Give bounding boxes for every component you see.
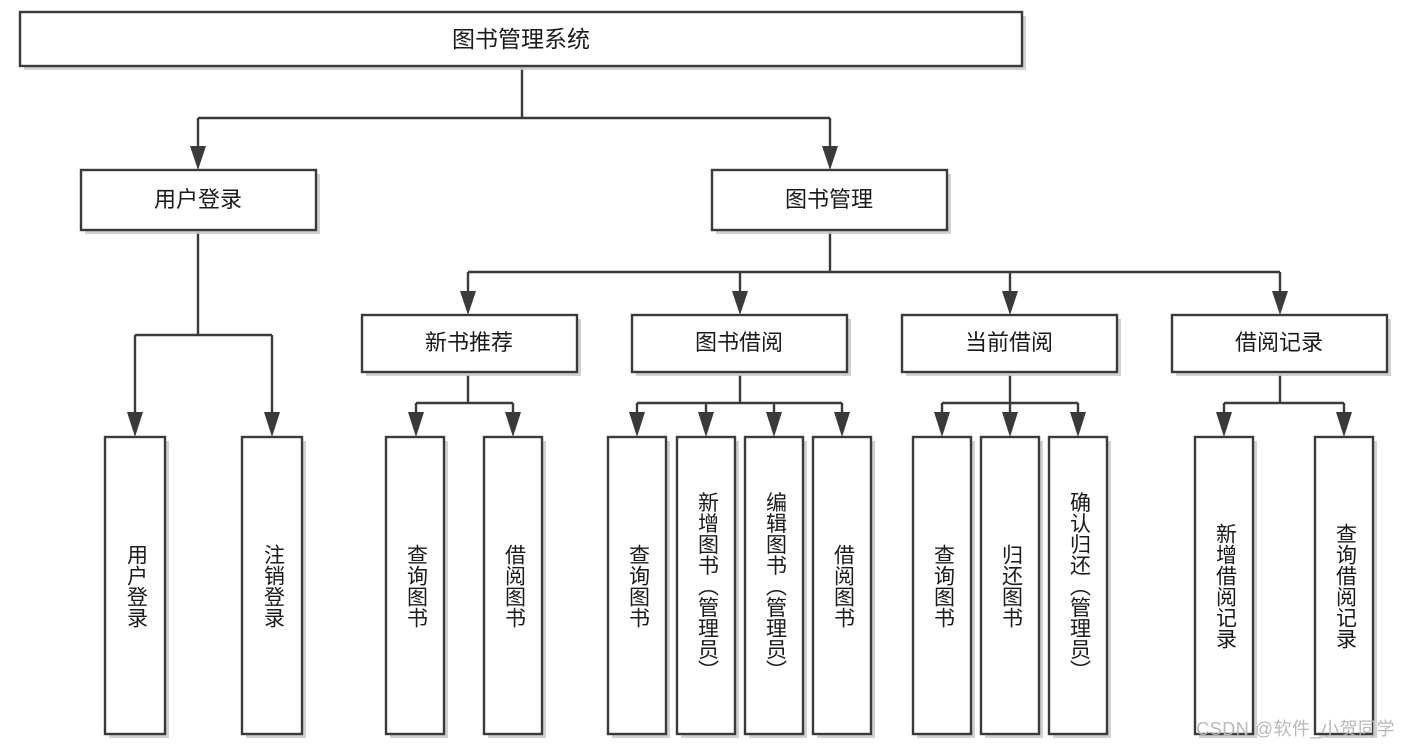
- leaf-logout-label: 注销登录: [261, 544, 285, 628]
- connector-layer: [127, 68, 1352, 437]
- arrow-leaf-br-query: [1336, 412, 1352, 437]
- node-new-book-recommend-label: 新书推荐: [425, 330, 513, 355]
- leaf-bb-query-book-label: 查询图书: [626, 544, 650, 628]
- node-current-borrow-rect: [900, 313, 1119, 374]
- leaf-bb-add-book[interactable]: 新增图书（管理员）: [675, 435, 739, 738]
- leaf-logout-rect: [240, 435, 304, 736]
- leaf-bb-edit-book[interactable]: 编辑图书（管理员）: [743, 435, 807, 738]
- node-user-login-label: 用户登录: [154, 187, 242, 212]
- arrow-leaf-bb-add: [698, 412, 714, 437]
- arrow-leaf-bb-query: [629, 412, 645, 437]
- leaf-cb-confirm-return-label: 确认归还（管理员）: [1067, 492, 1091, 681]
- node-root-label: 图书管理系统: [452, 26, 590, 52]
- leaf-logout[interactable]: 注销登录: [240, 435, 306, 738]
- node-user-login-rect: [79, 168, 318, 232]
- arrow-leaf-logout: [264, 412, 280, 437]
- node-borrow-record[interactable]: 借阅记录: [1170, 313, 1391, 376]
- node-book-manage-label: 图书管理: [785, 187, 873, 212]
- leaf-cb-return-book-rect: [979, 435, 1041, 736]
- leaf-cb-confirm-return-rect: [1047, 435, 1109, 736]
- arrow-leaf-cb-query: [934, 412, 950, 437]
- node-new-book-recommend[interactable]: 新书推荐: [360, 313, 581, 376]
- leaf-bb-add-book-label: 新增图书（管理员）: [695, 492, 719, 681]
- leaf-br-add-record-rect: [1193, 435, 1255, 736]
- leaf-bb-edit-book-label: 编辑图书（管理员）: [763, 492, 787, 681]
- arrow-to-user-login: [190, 146, 206, 170]
- node-book-borrow[interactable]: 图书借阅: [630, 313, 851, 376]
- leaf-bb-query-book[interactable]: 查询图书: [606, 435, 670, 738]
- leaf-cb-confirm-return[interactable]: 确认归还（管理员）: [1047, 435, 1111, 738]
- arrow-leaf-bb-borrow: [834, 412, 850, 437]
- leaf-user-login-rect: [103, 435, 167, 736]
- node-current-borrow-label: 当前借阅: [965, 330, 1053, 355]
- arrow-leaf-br-add: [1216, 412, 1232, 437]
- arrow-leaf-newbook-query: [408, 412, 424, 437]
- arrow-leaf-cb-return: [1002, 412, 1018, 437]
- leaf-br-add-record[interactable]: 新增借阅记录: [1193, 435, 1257, 738]
- leaf-bb-borrow-book-rect: [811, 435, 873, 736]
- node-book-manage-rect: [710, 168, 949, 232]
- leaf-newbook-query-book-label: 查询图书: [404, 544, 428, 628]
- arrow-leaf-cb-confirm: [1070, 412, 1086, 437]
- arrow-to-current-borrow: [1002, 291, 1018, 315]
- leaf-bb-borrow-book[interactable]: 借阅图书: [811, 435, 875, 738]
- node-borrow-record-label: 借阅记录: [1235, 330, 1323, 355]
- leaf-cb-query-book-rect: [911, 435, 973, 736]
- leaf-bb-query-book-rect: [606, 435, 668, 736]
- leaf-newbook-borrow-book[interactable]: 借阅图书: [482, 435, 546, 738]
- leaf-cb-query-book-label: 查询图书: [931, 544, 955, 628]
- leaf-br-query-record[interactable]: 查询借阅记录: [1313, 435, 1377, 738]
- arrow-leaf-user-login: [127, 412, 143, 437]
- leaf-cb-return-book[interactable]: 归还图书: [979, 435, 1043, 738]
- leaf-br-query-record-label: 查询借阅记录: [1333, 523, 1357, 649]
- arrow-leaf-newbook-borrow: [505, 412, 521, 437]
- node-user-login[interactable]: 用户登录: [79, 168, 320, 234]
- node-book-borrow-rect: [630, 313, 849, 374]
- node-borrow-record-rect: [1170, 313, 1389, 374]
- leaf-newbook-query-book[interactable]: 查询图书: [384, 435, 448, 738]
- leaf-newbook-borrow-book-rect: [482, 435, 544, 736]
- arrow-to-borrow-record: [1272, 291, 1288, 315]
- leaf-br-query-record-rect: [1313, 435, 1375, 736]
- arrow-to-book-borrow: [732, 291, 748, 315]
- leaf-user-login-label: 用户登录: [124, 544, 148, 628]
- node-root-rect: [18, 10, 1024, 68]
- node-root[interactable]: 图书管理系统: [18, 10, 1026, 70]
- node-book-manage[interactable]: 图书管理: [710, 168, 951, 234]
- leaf-user-login[interactable]: 用户登录: [103, 435, 169, 738]
- leaf-cb-return-book-label: 归还图书: [999, 544, 1023, 628]
- leaf-newbook-borrow-book-label: 借阅图书: [502, 544, 526, 628]
- leaf-br-add-record-label: 新增借阅记录: [1213, 523, 1237, 649]
- leaf-bb-add-book-rect: [675, 435, 737, 736]
- leaf-newbook-query-book-rect: [384, 435, 446, 736]
- arrow-leaf-bb-edit: [766, 412, 782, 437]
- leaf-cb-query-book[interactable]: 查询图书: [911, 435, 975, 738]
- node-book-borrow-label: 图书借阅: [695, 330, 783, 355]
- node-new-book-recommend-rect: [360, 313, 579, 374]
- leaf-bb-borrow-book-label: 借阅图书: [831, 544, 855, 628]
- node-current-borrow[interactable]: 当前借阅: [900, 313, 1121, 376]
- arrow-to-book-manage: [822, 146, 838, 170]
- leaf-bb-edit-book-rect: [743, 435, 805, 736]
- arrow-to-new-book: [460, 291, 476, 315]
